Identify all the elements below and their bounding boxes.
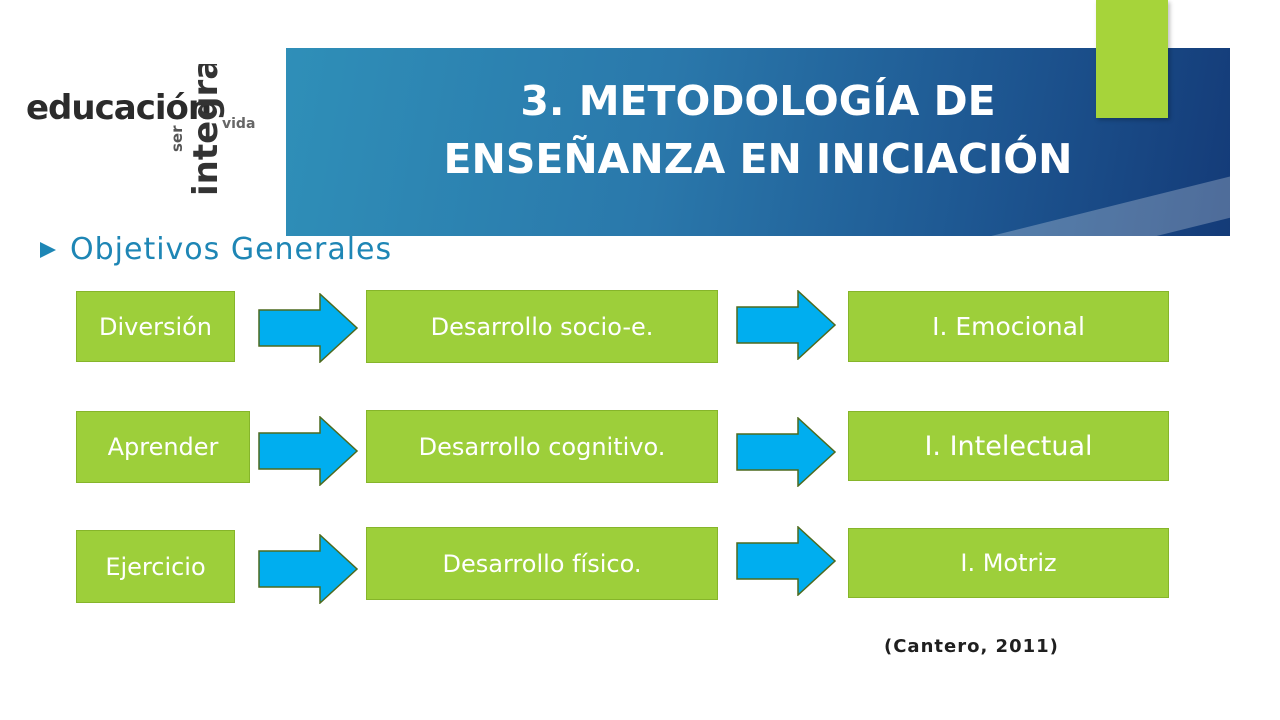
development-box-cognitivo: Desarrollo cognitivo. (366, 410, 718, 483)
source-box-aprender: Aprender (76, 411, 250, 483)
title-banner (286, 48, 1230, 236)
arrow-icon (258, 293, 358, 363)
subtitle-text: Objetivos Generales (70, 232, 393, 267)
green-accent-bar (1096, 0, 1168, 118)
logo-filler-right (227, 136, 292, 192)
development-box-socio: Desarrollo socio-e. (366, 290, 718, 363)
arrow-icon (258, 416, 358, 486)
arrow-icon (736, 526, 836, 596)
citation: (Cantero, 2011) (884, 636, 1059, 657)
logo-filler-left (62, 122, 182, 192)
intelligence-box-emocional: I. Emocional (848, 291, 1169, 362)
subtitle: Objetivos Generales (40, 232, 392, 267)
title-line-2: ENSEÑANZA EN INICIACIÓN (443, 135, 1073, 183)
development-box-fisico: Desarrollo físico. (366, 527, 718, 600)
slide-title: 3. METODOLOGÍA DE ENSEÑANZA EN INICIACIÓ… (286, 72, 1230, 188)
logo-vertical-word: integral (186, 64, 226, 196)
arrow-icon (736, 417, 836, 487)
intelligence-box-motriz: I. Motriz (848, 528, 1169, 598)
source-box-ejercicio: Ejercicio (76, 530, 235, 603)
bullet-arrow-icon (40, 241, 56, 258)
logo-small-word-2: ser (168, 125, 186, 153)
arrow-icon (258, 534, 358, 604)
intelligence-box-intelectual: I. Intelectual (848, 411, 1169, 481)
logo-main-word: educación (26, 88, 212, 128)
source-box-diversion: Diversión (76, 291, 235, 362)
word-cloud-logo: educación integral vida ser (22, 64, 292, 200)
arrow-icon (736, 290, 836, 360)
logo-small-word-1: vida (222, 116, 256, 132)
title-line-1: 3. METODOLOGÍA DE (520, 77, 996, 125)
